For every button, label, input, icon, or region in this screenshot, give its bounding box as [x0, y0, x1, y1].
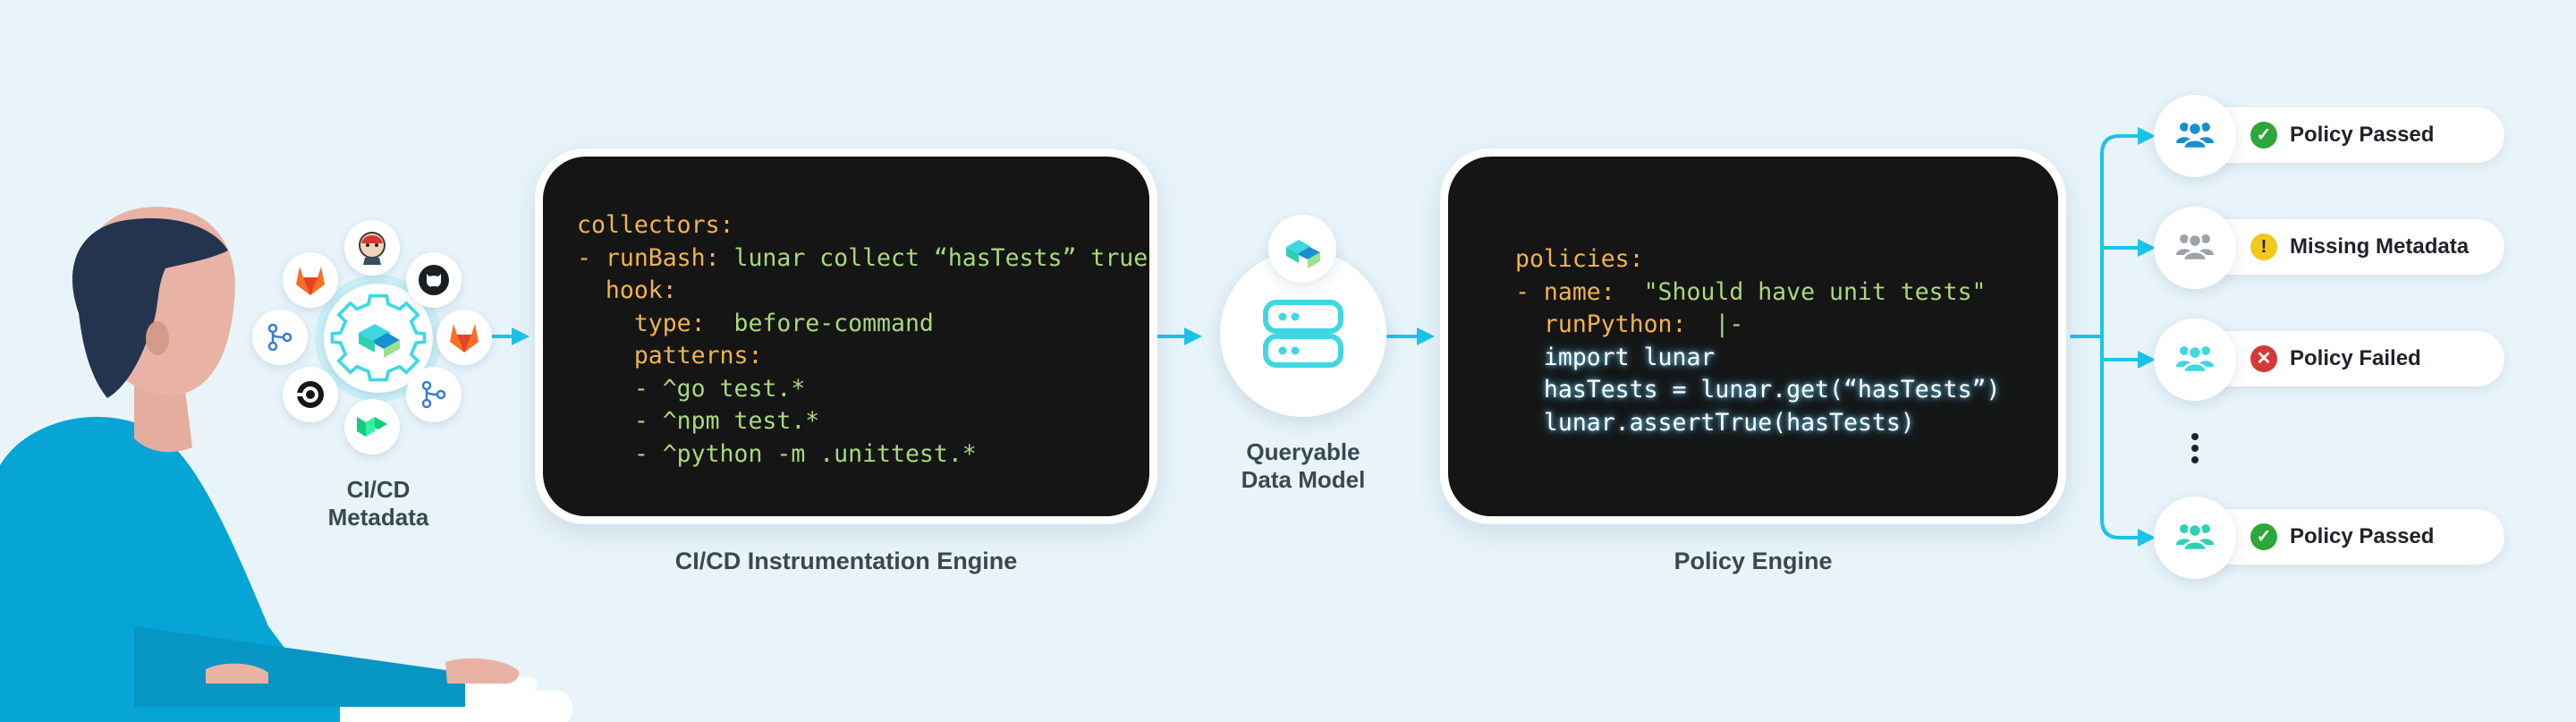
outcome-pill — [2190, 107, 2504, 163]
outcome-label: Policy Passed — [2290, 524, 2435, 548]
code-line: - ^go test.* — [577, 373, 1148, 406]
code-token: runPython: — [1515, 310, 1687, 338]
code-token: hasTests = lunar.get(“hasTests”) — [1515, 376, 2001, 403]
code-line: patterns: — [577, 340, 1148, 373]
ci-metadata-caption: CI/CD Metadata — [298, 476, 459, 531]
team-icon — [2174, 228, 2216, 268]
caption-line: Queryable — [1246, 438, 1360, 465]
error-icon: ✕ — [2250, 345, 2277, 372]
code-line: - ^npm test.* — [577, 405, 1148, 438]
code-line: lunar.assertTrue(hasTests) — [1515, 407, 2000, 440]
policy-code-panel: policies: - name: "Should have unit tests… — [1440, 149, 2066, 524]
caption-line: CI/CD — [346, 476, 411, 503]
team-avatar — [2154, 497, 2236, 579]
team-icon — [2174, 340, 2216, 380]
code-token: "Should have unit tests" — [1614, 277, 1987, 306]
warning-icon: ! — [2250, 234, 2277, 260]
team-avatar — [2154, 207, 2236, 289]
outcome-label: Policy Failed — [2290, 346, 2421, 370]
instrumentation-engine-caption: CI/CD Instrumentation Engine — [674, 548, 1018, 574]
gitlab-icon — [283, 252, 338, 308]
code-line: - name: "Should have unit tests" — [1515, 276, 2000, 310]
check-icon: ✓ — [2250, 523, 2277, 550]
team-avatar — [2154, 95, 2236, 177]
code-token: - ^npm test.* — [577, 407, 820, 435]
person-hair — [72, 218, 228, 398]
code-line: - runBash: lunar collect “hasTests” true — [577, 242, 1148, 276]
code-line: runPython: |- — [1515, 309, 2000, 342]
code-token: lunar collect “hasTests” true — [719, 243, 1148, 272]
gitlab-icon — [436, 310, 492, 365]
team-icon — [2174, 116, 2216, 157]
code-token: before-command — [705, 309, 934, 337]
outcome-pill — [2190, 331, 2504, 386]
code-token: - ^go test.* — [577, 374, 806, 403]
instrumentation-code: collectors: - runBash: lunar collect “has… — [577, 209, 1148, 471]
developer-illustration — [0, 207, 572, 722]
code-line: policies: — [1515, 243, 2000, 276]
code-token: policies: — [1515, 245, 1644, 273]
code-token: - runBash: — [577, 243, 720, 272]
data-model-caption: Queryable Data Model — [1214, 438, 1393, 494]
code-line: hasTests = lunar.get(“hasTests”) — [1515, 374, 2001, 407]
gear-icon — [330, 293, 427, 382]
git-branch-icon — [252, 310, 308, 365]
code-token: hook: — [577, 276, 677, 304]
code-line: collectors: — [577, 209, 1148, 242]
more-outcomes-ellipsis — [2190, 433, 2200, 468]
code-line: import lunar — [1515, 342, 2000, 375]
code-token: type: — [577, 309, 706, 337]
code-token: collectors: — [577, 211, 734, 239]
code-token: - name: — [1515, 277, 1615, 306]
git-branch-icon — [406, 367, 462, 422]
buildkite-icon — [344, 399, 400, 454]
instrumentation-code-panel: collectors: - runBash: lunar collect “has… — [535, 149, 1157, 524]
check-icon: ✓ — [2250, 122, 2277, 149]
circleci-icon — [283, 367, 338, 422]
code-token: - ^python -m .unittest.* — [577, 439, 977, 468]
code-token: import lunar — [1515, 343, 1716, 371]
outcome-pill — [2190, 509, 2504, 565]
team-icon — [2174, 518, 2216, 558]
caption-line: Metadata — [327, 504, 429, 531]
code-line: - ^python -m .unittest.* — [577, 438, 1148, 471]
jenkins-icon — [344, 220, 400, 276]
code-line: hook: — [577, 275, 1148, 308]
code-token: lunar.assertTrue(hasTests) — [1515, 408, 1915, 437]
policy-code: policies: - name: "Should have unit tests… — [1515, 243, 2000, 439]
code-line: type: before-command — [577, 308, 1148, 341]
outcome-label: Missing Metadata — [2290, 234, 2470, 259]
caption-line: Data Model — [1241, 466, 1366, 493]
github-icon — [406, 252, 462, 308]
outcome-pill — [2190, 219, 2504, 275]
person-hand — [206, 663, 268, 684]
policy-engine-caption: Policy Engine — [1674, 548, 1833, 574]
team-avatar — [2154, 319, 2236, 401]
code-token: |- — [1686, 310, 1744, 338]
lunar-logo-node — [1268, 215, 1336, 283]
lunar-logo-icon — [1286, 240, 1320, 268]
database-server-icon — [1263, 300, 1343, 368]
code-token: patterns: — [577, 342, 763, 369]
outcome-label: Policy Passed — [2290, 123, 2435, 147]
